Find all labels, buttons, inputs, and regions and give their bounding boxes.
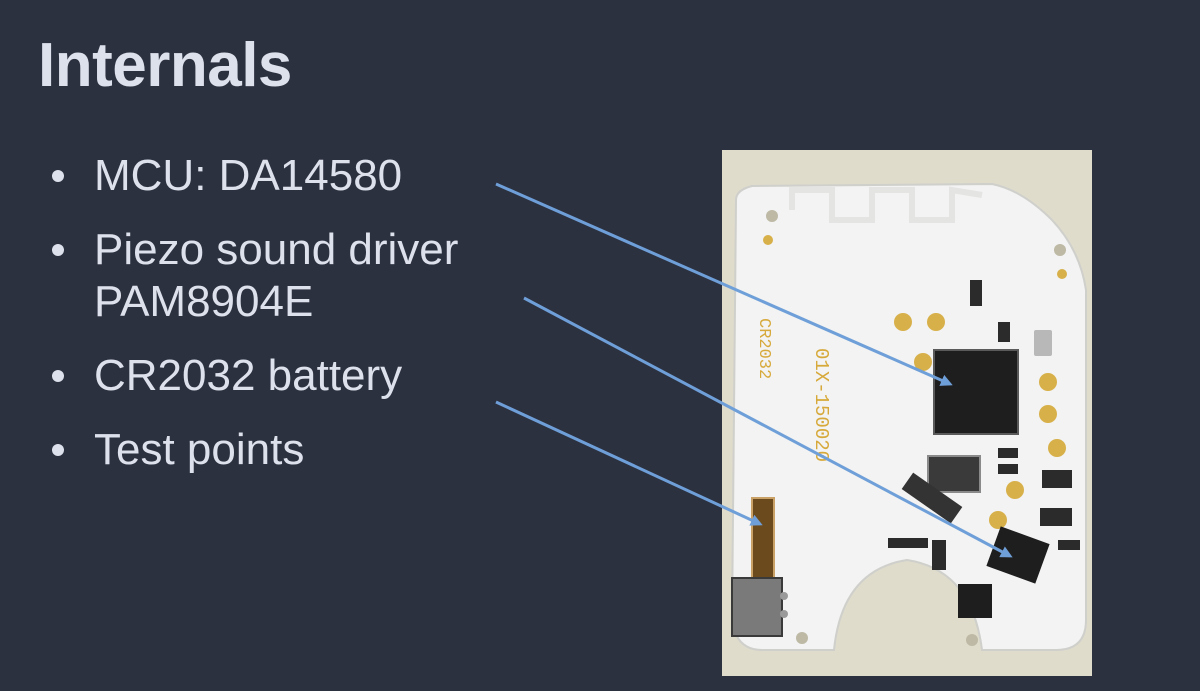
silkscreen-serial: 01X-150020	[810, 348, 832, 462]
pcb-photo: CR2032 01X-150020	[722, 150, 1092, 676]
bullet-dot-icon	[52, 370, 64, 382]
bullet-item-test-points: Test points	[52, 424, 458, 476]
bullet-item-mcu: MCU: DA14580	[52, 150, 458, 202]
bullet-text: CR2032 battery	[94, 351, 403, 400]
bullet-dot-icon	[52, 444, 64, 456]
pad	[1057, 269, 1067, 279]
battery-contact	[731, 577, 783, 637]
component	[932, 540, 946, 570]
slide-title: Internals	[38, 31, 292, 100]
component	[888, 538, 928, 548]
mount-hole	[796, 632, 808, 644]
test-point	[914, 353, 932, 371]
bullet-dot-icon	[52, 244, 64, 256]
pad	[780, 592, 788, 600]
component	[998, 464, 1018, 474]
component	[1058, 540, 1080, 550]
mount-hole	[766, 210, 778, 222]
bullet-list: MCU: DA14580 Piezo sound driver PAM8904E…	[52, 150, 458, 498]
battery-contact	[751, 497, 775, 579]
mcu-chip	[933, 349, 1019, 435]
bullet-item-battery: CR2032 battery	[52, 350, 458, 402]
component	[1042, 470, 1072, 488]
test-point	[1006, 481, 1024, 499]
test-point	[927, 313, 945, 331]
silkscreen-cr2032: CR2032	[754, 318, 773, 379]
crystal	[927, 455, 981, 493]
component	[1034, 330, 1052, 356]
bullet-item-piezo: Piezo sound driver PAM8904E	[52, 224, 458, 328]
bullet-text: MCU: DA14580	[94, 151, 403, 200]
component	[958, 584, 992, 618]
test-point	[1039, 405, 1057, 423]
test-point	[894, 313, 912, 331]
bullet-text: Piezo sound driver	[94, 225, 459, 274]
mount-hole	[1054, 244, 1066, 256]
test-point	[1039, 373, 1057, 391]
bullet-text: Test points	[94, 425, 305, 474]
mount-hole	[966, 634, 978, 646]
pad	[763, 235, 773, 245]
component	[998, 448, 1018, 458]
component	[998, 322, 1010, 342]
bullet-dot-icon	[52, 170, 64, 182]
component	[1040, 508, 1072, 526]
component	[970, 280, 982, 306]
test-point	[989, 511, 1007, 529]
pad	[780, 610, 788, 618]
test-point	[1048, 439, 1066, 457]
arrow-to-battery	[495, 400, 763, 526]
bullet-text-continued: PAM8904E	[94, 277, 314, 326]
